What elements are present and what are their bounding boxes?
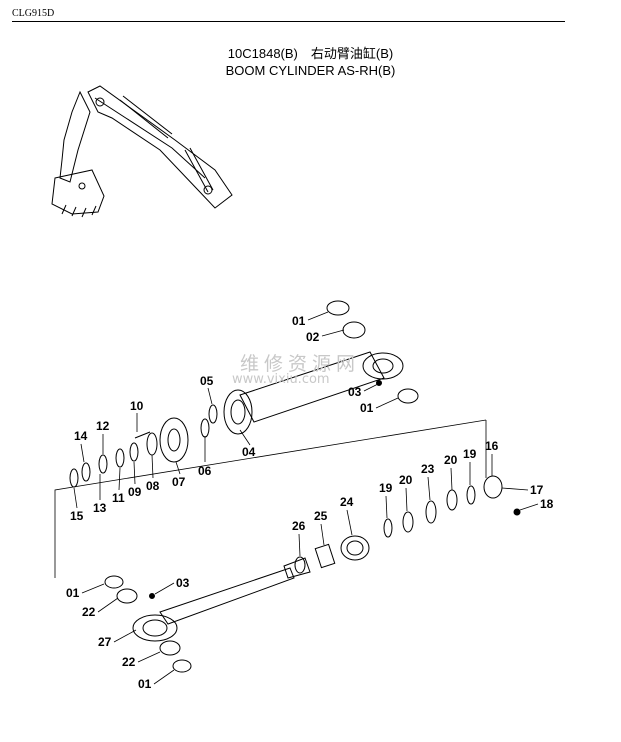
callout-22-lower: 22 <box>122 655 136 669</box>
diagram-title-name: BOOM CYLINDER AS-RH(B) <box>225 63 396 78</box>
callout-06: 06 <box>198 464 212 478</box>
callout-09: 09 <box>128 485 142 499</box>
callout-22-upper: 22 <box>82 605 96 619</box>
diagram-title-code: 10C1848(B) 右动臂油缸(B) <box>227 46 394 61</box>
callout-02: 02 <box>306 330 320 344</box>
callout-01-lower-left: 01 <box>66 586 80 600</box>
callout-20-left: 20 <box>399 473 413 487</box>
callout-24: 24 <box>340 495 354 509</box>
excavator-arm-thumbnail <box>51 85 233 218</box>
callout-19-right: 19 <box>463 447 477 461</box>
callout-10: 10 <box>130 399 144 413</box>
callout-05: 05 <box>200 374 214 388</box>
leader-lines <box>73 311 539 685</box>
cylinder-tube-assembly <box>69 300 419 488</box>
callout-08: 08 <box>146 479 160 493</box>
model-code: CLG915D <box>12 8 55 19</box>
callout-04: 04 <box>242 445 256 459</box>
part-callouts: 01 02 01 03 04 05 06 07 08 09 10 11 12 1… <box>66 314 554 691</box>
callout-20-right: 20 <box>444 453 458 467</box>
callout-25: 25 <box>314 509 328 523</box>
callout-18: 18 <box>540 497 554 511</box>
callout-23: 23 <box>421 462 435 476</box>
callout-11: 11 <box>112 491 125 505</box>
assembly-connector-lines <box>54 419 487 578</box>
callout-15: 15 <box>70 509 84 523</box>
callout-01-right: 01 <box>360 401 374 415</box>
callout-17: 17 <box>530 483 544 497</box>
callout-03-lower: 03 <box>176 576 190 590</box>
callout-26: 26 <box>292 519 306 533</box>
callout-07: 07 <box>172 475 186 489</box>
callout-14: 14 <box>74 429 88 443</box>
callout-16: 16 <box>485 439 499 453</box>
header-rule <box>12 21 565 22</box>
piston-rod-assembly <box>104 475 521 673</box>
callout-01-bottom: 01 <box>138 677 152 691</box>
callout-03-top: 03 <box>348 385 362 399</box>
callout-01-top: 01 <box>292 314 306 328</box>
callout-12: 12 <box>96 419 110 433</box>
callout-13: 13 <box>93 501 107 515</box>
watermark-url: www.vixiu.com <box>232 372 330 387</box>
callout-27: 27 <box>98 635 112 649</box>
callout-19-left: 19 <box>379 481 393 495</box>
watermark-chinese: 维修资源网 <box>240 353 361 375</box>
